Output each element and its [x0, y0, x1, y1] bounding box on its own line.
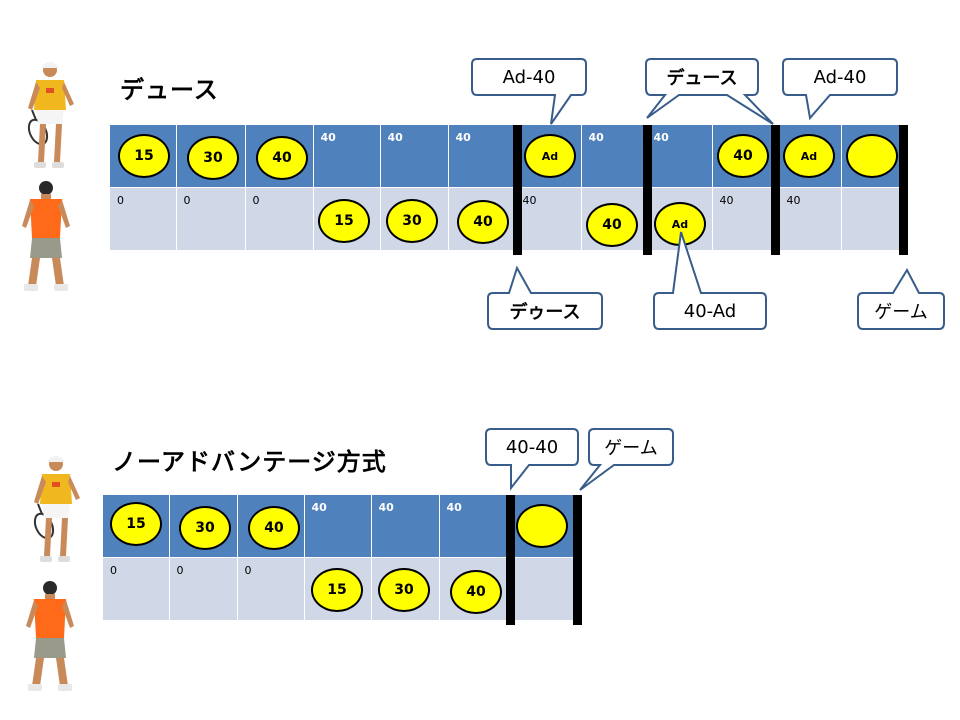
table-cell [507, 557, 581, 620]
table-cell: 40 [371, 495, 440, 558]
table-cell: 40 [712, 187, 780, 250]
separator-bar [771, 125, 780, 255]
callout-ad-40-b: Ad-40 [782, 58, 898, 121]
table-cell: 40 [439, 495, 508, 558]
callout-ad-40: Ad-40 [471, 58, 587, 125]
section-title-no-ad: ノーアドバンテージ方式 [112, 448, 387, 476]
score-marker: 30 [179, 506, 231, 550]
score-marker: Ad [783, 134, 835, 178]
callout-game: ゲーム [857, 267, 945, 330]
score-marker: 40 [450, 570, 502, 614]
table-cell: 0 [110, 187, 177, 250]
tennis-player-yellow-icon [33, 456, 80, 562]
tennis-player-yellow-icon [27, 62, 74, 168]
callout-40-ad: 40-Ad [653, 231, 767, 330]
table-cell: 40 [779, 187, 842, 250]
score-marker: 30 [386, 199, 438, 243]
table-cell: 40 [313, 125, 381, 188]
score-marker: 40 [717, 134, 769, 178]
table-cell: 40 [448, 125, 516, 188]
score-marker: 40 [457, 200, 509, 244]
tennis-player-orange-icon [22, 181, 70, 291]
separator-bar [643, 125, 652, 255]
callout-deuce-bottom: デゥース [487, 265, 603, 330]
score-marker: 15 [110, 502, 162, 546]
table-cell: 40 [515, 187, 582, 250]
score-marker: 40 [256, 136, 308, 180]
table-cell: 40 [646, 125, 713, 188]
table-cell: 0 [245, 187, 314, 250]
callout-deuce-top: デュース [645, 58, 774, 125]
tennis-player-orange-icon [26, 581, 74, 691]
score-marker: Ad [524, 134, 576, 178]
separator-bar [513, 125, 522, 255]
score-marker [516, 504, 568, 548]
score-marker: 40 [586, 203, 638, 247]
table-cell: 0 [176, 187, 246, 250]
table-cell: 0 [237, 557, 305, 620]
table-cell: 40 [380, 125, 449, 188]
table-cell: 0 [169, 557, 238, 620]
table-cell [841, 187, 901, 250]
table-cell: 0 [103, 557, 170, 620]
separator-bar [899, 125, 908, 255]
score-marker: 15 [118, 134, 170, 178]
separator-bar [573, 495, 582, 625]
separator-bar [506, 495, 515, 625]
score-marker: 15 [311, 568, 363, 612]
score-marker: 40 [248, 506, 300, 550]
score-marker: 15 [318, 199, 370, 243]
score-marker [846, 134, 898, 178]
callout-40-40: 40-40 [485, 428, 579, 491]
callout-game: ゲーム [579, 428, 674, 491]
score-marker: 30 [378, 568, 430, 612]
table-cell: 40 [581, 125, 647, 188]
table-cell: 40 [304, 495, 372, 558]
score-marker: 30 [187, 136, 239, 180]
section-title-deuce: デュース [120, 76, 219, 104]
